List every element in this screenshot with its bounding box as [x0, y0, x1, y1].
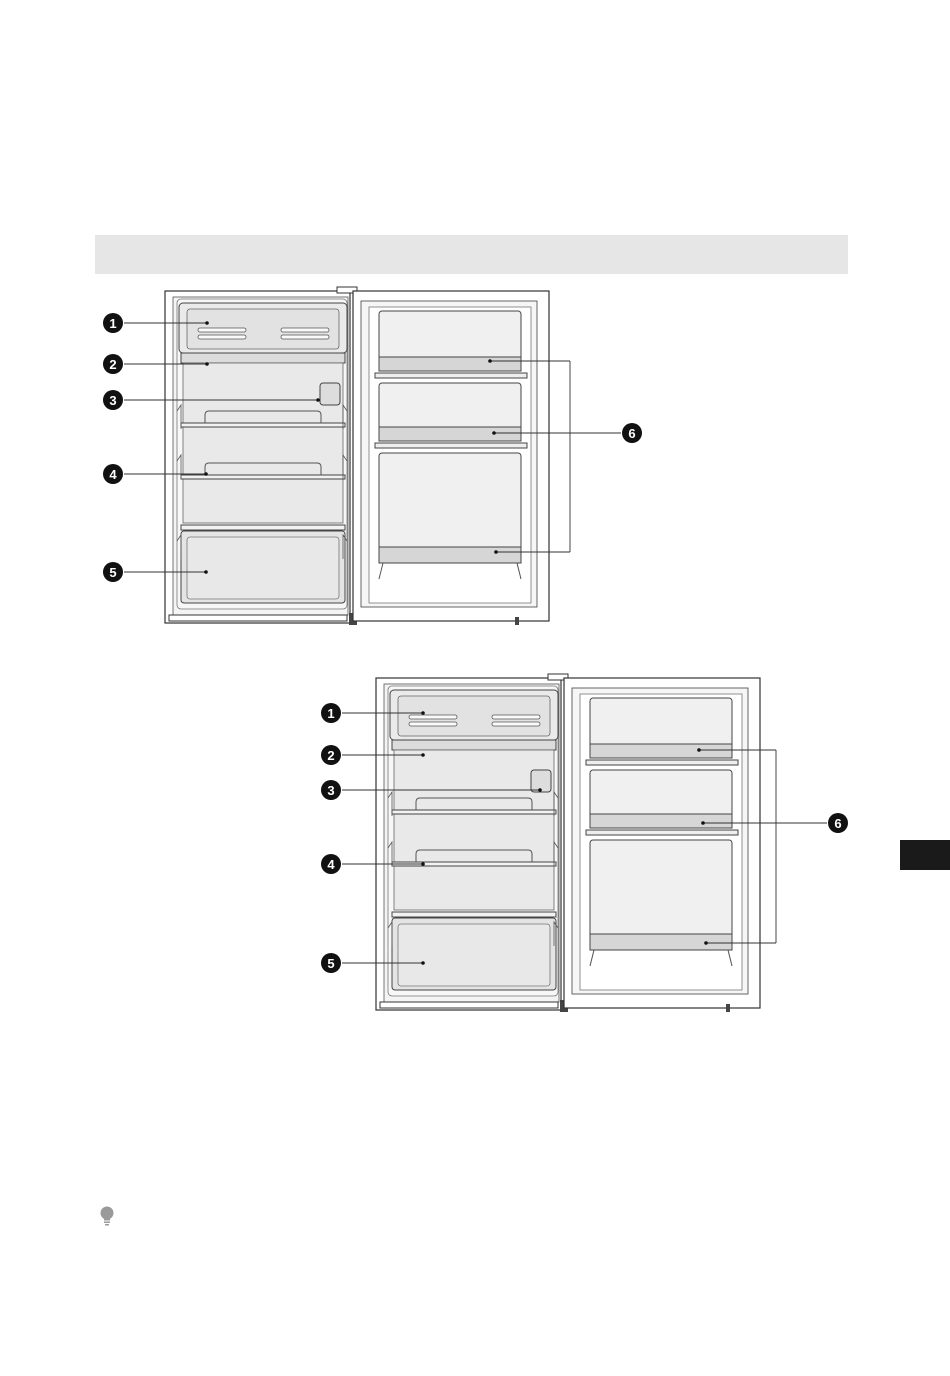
- fridge-figure-top: 1 2 3 4 5 6: [103, 287, 642, 625]
- svg-text:1: 1: [327, 706, 334, 721]
- svg-text:3: 3: [327, 783, 334, 798]
- svg-text:3: 3: [109, 393, 116, 408]
- svg-text:6: 6: [628, 426, 635, 441]
- callout-6: 6: [622, 423, 642, 443]
- callout-2: 2: [103, 354, 123, 374]
- callout-2: 2: [321, 745, 341, 765]
- callout-4: 4: [103, 464, 123, 484]
- svg-text:5: 5: [327, 956, 334, 971]
- svg-text:2: 2: [327, 748, 334, 763]
- svg-text:5: 5: [109, 565, 116, 580]
- fridge-figure-bottom: 1 2 3 4 5 6: [321, 674, 848, 1012]
- lightbulb-icon: [98, 1206, 116, 1226]
- svg-text:4: 4: [109, 467, 117, 482]
- svg-text:1: 1: [109, 316, 116, 331]
- callout-6: 6: [828, 813, 848, 833]
- svg-text:6: 6: [834, 816, 841, 831]
- callout-4: 4: [321, 854, 341, 874]
- callout-5: 5: [103, 562, 123, 582]
- callout-1: 1: [103, 313, 123, 333]
- svg-text:2: 2: [109, 357, 116, 372]
- callout-1: 1: [321, 703, 341, 723]
- callout-3: 3: [321, 780, 341, 800]
- callout-3: 3: [103, 390, 123, 410]
- svg-text:4: 4: [327, 857, 335, 872]
- callout-5: 5: [321, 953, 341, 973]
